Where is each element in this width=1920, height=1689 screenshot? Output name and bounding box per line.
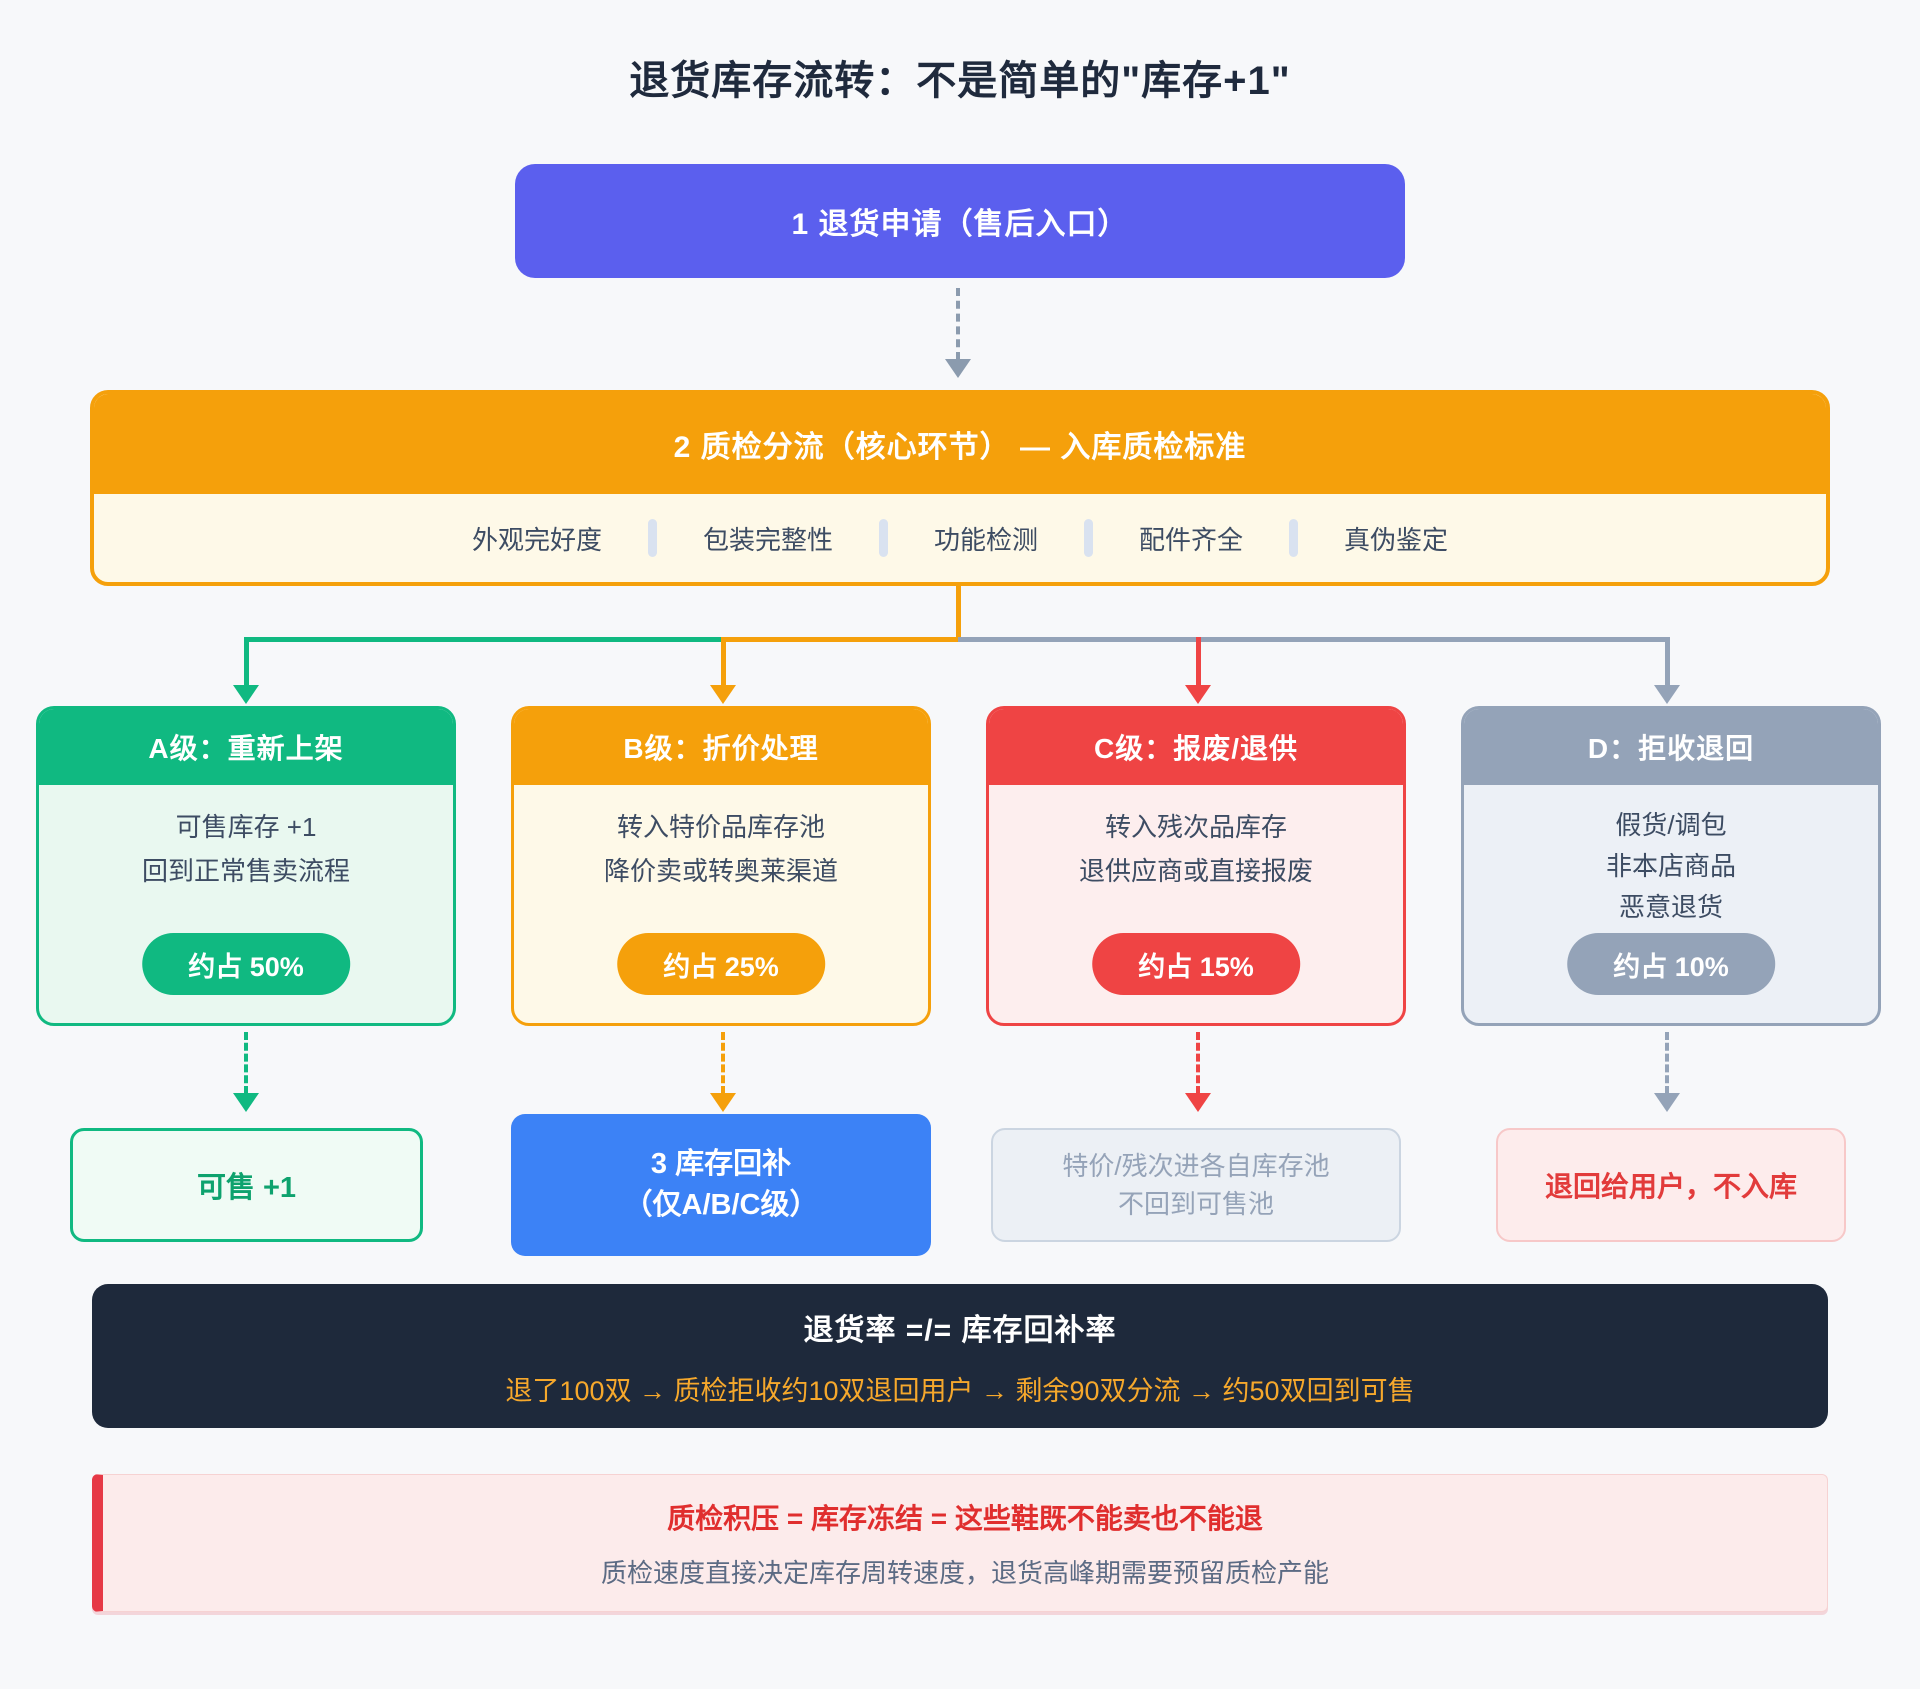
branch-c-line: 转入残次品库存 (1104, 812, 1287, 842)
arrowhead-outcome-d-icon (1654, 1093, 1680, 1112)
outcome-sellable-box: 可售 +1 (70, 1128, 423, 1242)
step2-qc-title: 2 质检分流（核心环节） — 入库质检标准 (94, 394, 1826, 494)
outcome-pools-line: 不回到可售池 (1117, 1189, 1274, 1219)
warning-detail: 质检速度直接决定库存周转速度，退货高峰期需要预留质检产能 (600, 1557, 1329, 1588)
branch-c-line: 退供应商或直接报废 (1078, 856, 1313, 886)
arrow-b-to-outcome (721, 1032, 725, 1094)
summary-title: 退货率 =/= 库存回补率 (803, 1313, 1117, 1347)
qc-criterion: 真伪鉴定 (1344, 524, 1449, 555)
qc-criterion: 外观完好度 (471, 524, 602, 555)
branch-d-line: 假货/调包 (1615, 810, 1727, 840)
outcome-replenish-box: 3 库存回补 （仅A/B/C级） (511, 1114, 931, 1256)
arrow-a-to-outcome (244, 1032, 248, 1094)
branch-c-body: 转入残次品库存 退供应商或直接报废 (989, 785, 1403, 893)
warning-title: 质检积压 = 库存冻结 = 这些鞋既不能卖也不能退 (667, 1502, 1263, 1534)
branch-b-line: 转入特价品库存池 (616, 812, 825, 842)
branch-b-line: 降价卖或转奥莱渠道 (603, 856, 838, 886)
branch-a-line: 回到正常售卖流程 (141, 856, 350, 886)
outcome-pools-line: 特价/残次进各自库存池 (1062, 1151, 1330, 1181)
connector-rail-orange (724, 637, 958, 642)
arrow-d-to-outcome (1665, 1032, 1669, 1094)
outcome-rejected-box: 退回给用户，不入库 (1496, 1128, 1846, 1242)
arrowhead-branch-b-icon (710, 685, 736, 704)
branch-d-share-badge: 约占 10% (1567, 933, 1775, 995)
summary-box: 退货率 =/= 库存回补率 退了100双 → 质检拒收约10双退回用户 → 剩余… (92, 1284, 1828, 1428)
branch-b-share-badge: 约占 25% (617, 933, 825, 995)
branch-b-title: B级：折价处理 (514, 709, 928, 785)
outcome-pools-box: 特价/残次进各自库存池 不回到可售池 (991, 1128, 1401, 1242)
arrowhead-outcome-b-icon (710, 1093, 736, 1112)
connector-rail-green (244, 637, 724, 642)
connector-drop-a (244, 637, 249, 687)
connector-drop-d (1665, 637, 1670, 687)
step2-qc-box: 2 质检分流（核心环节） — 入库质检标准 外观完好度 包装完整性 功能检测 配… (90, 390, 1830, 586)
branch-a-title: A级：重新上架 (39, 709, 453, 785)
arrowhead-step1-to-step2-icon (945, 359, 971, 378)
step1-return-request-box: 1 退货申请（售后入口） (515, 164, 1405, 278)
qc-criterion: 配件齐全 (1139, 524, 1244, 555)
branch-d-body: 假货/调包 非本店商品 恶意退货 (1464, 785, 1878, 928)
branch-card-c: C级：报废/退供 转入残次品库存 退供应商或直接报废 约占 15% (986, 706, 1406, 1026)
arrowhead-outcome-a-icon (233, 1093, 259, 1112)
branch-a-body: 可售库存 +1 回到正常售卖流程 (39, 785, 453, 893)
qc-criterion: 包装完整性 (702, 524, 833, 555)
outcome-replenish-line: （仅A/B/C级） (623, 1189, 819, 1221)
branch-card-d: D：拒收退回 假货/调包 非本店商品 恶意退货 约占 10% (1461, 706, 1881, 1026)
connector-drop-b (721, 637, 726, 687)
criteria-divider (878, 519, 888, 557)
branch-c-title: C级：报废/退供 (989, 709, 1403, 785)
arrow-c-to-outcome (1196, 1032, 1200, 1094)
branch-b-body: 转入特价品库存池 降价卖或转奥莱渠道 (514, 785, 928, 893)
branch-d-line: 非本店商品 (1605, 851, 1736, 881)
criteria-divider (1084, 519, 1093, 557)
branch-card-b: B级：折价处理 转入特价品库存池 降价卖或转奥莱渠道 约占 25% (511, 706, 931, 1026)
branch-card-a: A级：重新上架 可售库存 +1 回到正常售卖流程 约占 50% (36, 706, 456, 1026)
outcome-replenish-line: 3 库存回补 (650, 1148, 792, 1180)
arrowhead-branch-d-icon (1654, 685, 1680, 704)
connector-center-drop (956, 583, 961, 639)
criteria-divider (1289, 519, 1299, 557)
qc-criterion: 功能检测 (933, 524, 1038, 555)
branch-a-share-badge: 约占 50% (142, 933, 350, 995)
connector-drop-c (1196, 637, 1201, 687)
arrowhead-branch-a-icon (233, 685, 259, 704)
arrowhead-outcome-c-icon (1185, 1093, 1211, 1112)
branch-c-share-badge: 约占 15% (1092, 933, 1300, 995)
page-title: 退货库存流转：不是简单的"库存+1" (629, 59, 1291, 103)
step2-qc-criteria-row: 外观完好度 包装完整性 功能检测 配件齐全 真伪鉴定 (94, 494, 1826, 582)
connector-rail-gray (958, 637, 1670, 642)
arrow-step1-to-step2 (956, 288, 960, 360)
summary-detail: 退了100双 → 质检拒收约10双退回用户 → 剩余90双分流 → 约50双回到… (505, 1375, 1415, 1406)
branch-d-line: 恶意退货 (1618, 892, 1723, 922)
warning-box: 质检积压 = 库存冻结 = 这些鞋既不能卖也不能退 质检速度直接决定库存周转速度… (92, 1474, 1828, 1612)
branch-d-title: D：拒收退回 (1464, 709, 1878, 785)
criteria-divider (647, 519, 657, 557)
arrowhead-branch-c-icon (1185, 685, 1211, 704)
branch-a-line: 可售库存 +1 (175, 812, 317, 842)
